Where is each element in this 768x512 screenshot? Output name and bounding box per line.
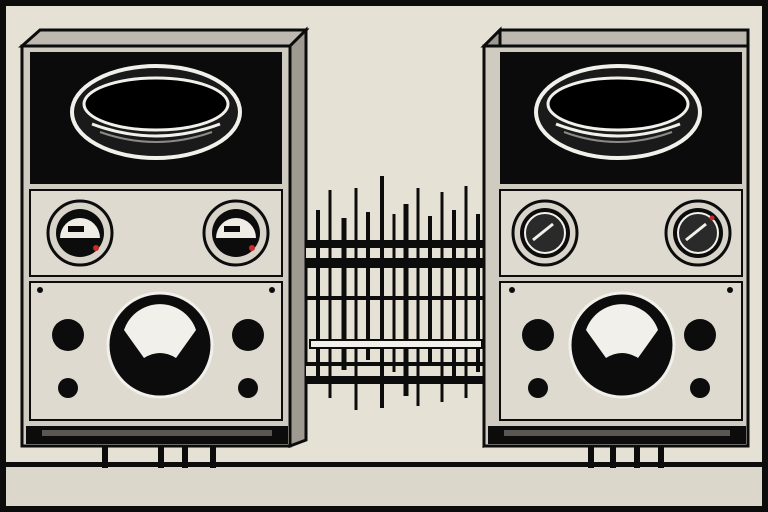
left-side-panel xyxy=(288,26,308,449)
right-amplifier xyxy=(480,26,750,468)
left-screw-icon xyxy=(269,287,275,293)
right-gauge-1-icon xyxy=(511,199,579,267)
right-screw-icon xyxy=(727,287,733,293)
left-knob-icon xyxy=(52,319,84,351)
left-legs xyxy=(102,446,216,468)
left-base-highlight xyxy=(42,430,272,436)
left-gauge-1-icon xyxy=(46,199,114,267)
right-lens-icon xyxy=(534,64,702,160)
left-gauge-2-icon xyxy=(202,199,270,267)
right-speaker-cone-icon xyxy=(568,291,676,399)
right-knob-icon xyxy=(690,378,710,398)
left-screw-icon xyxy=(37,287,43,293)
right-base-highlight xyxy=(504,430,730,436)
floor xyxy=(6,467,762,506)
left-amplifier xyxy=(18,26,310,468)
left-knob-icon xyxy=(238,378,258,398)
right-gauge-2-icon xyxy=(664,199,732,267)
right-knob-icon xyxy=(528,378,548,398)
right-knob-icon xyxy=(522,319,554,351)
left-knob-icon xyxy=(232,319,264,351)
left-knob-icon xyxy=(58,378,78,398)
left-speaker-cone-icon xyxy=(106,291,214,399)
right-screw-icon xyxy=(509,287,515,293)
right-knob-icon xyxy=(684,319,716,351)
right-legs xyxy=(588,446,664,468)
right-top-bevel xyxy=(480,28,750,48)
center-connector-rack xyxy=(306,176,486,410)
left-top-bevel xyxy=(18,28,310,48)
floor-line xyxy=(6,462,762,467)
left-lens-icon xyxy=(70,64,242,160)
